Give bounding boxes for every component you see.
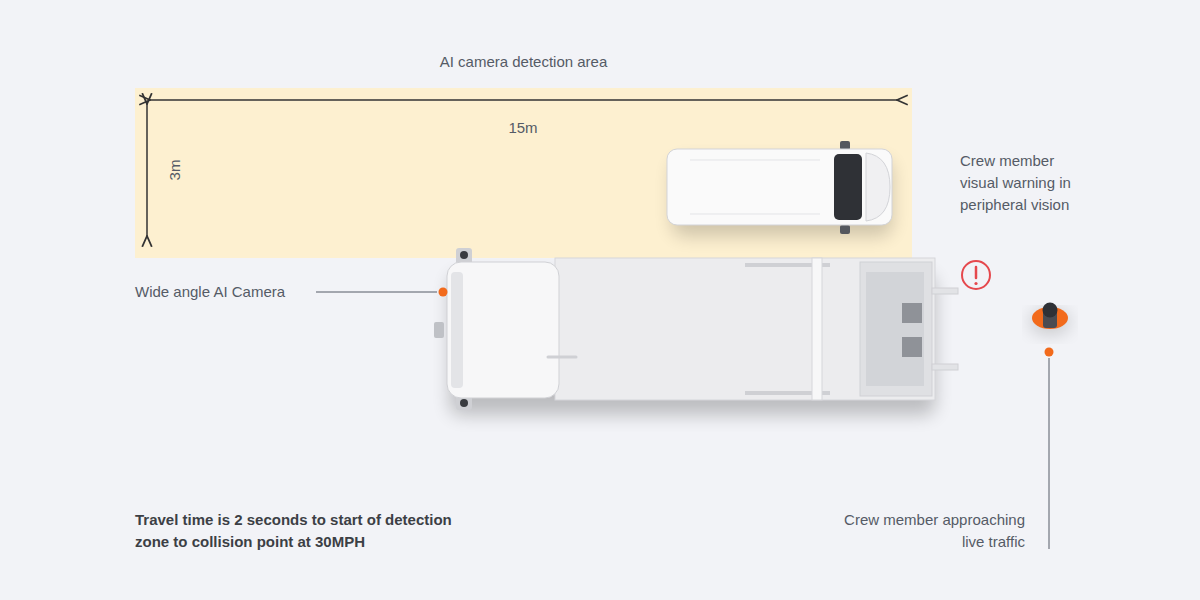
warning-ring [962, 261, 990, 289]
van-hood [866, 153, 890, 221]
camera-label: Wide angle AI Camera [135, 281, 313, 303]
van-mirror [840, 225, 850, 234]
person-head [1043, 303, 1058, 318]
van-windshield [834, 154, 862, 220]
warning-dot [974, 282, 977, 285]
crew-member [1030, 303, 1070, 357]
detection-area-fill [135, 88, 912, 258]
crew-label: Crew member approaching live traffic [835, 509, 1025, 553]
cab-front [451, 272, 463, 388]
truck-body [555, 258, 935, 400]
dimension-label: 3m [164, 145, 186, 195]
person-leader [1049, 358, 1050, 549]
caption: Travel time is 2 seconds to start of det… [135, 509, 485, 553]
warning-icon [962, 261, 990, 289]
camera-leader [316, 292, 437, 293]
bed-fitting [902, 303, 922, 323]
warning-label: Crew member visual warning in peripheral… [960, 150, 1078, 216]
area-title: AI camera detection area [135, 51, 912, 73]
cab-step [434, 322, 444, 338]
van-body [667, 149, 892, 225]
van-roof-rib [690, 214, 820, 215]
mirror-lens [460, 251, 468, 259]
detection-area: AI camera detection area [135, 88, 912, 258]
person-dot [1045, 348, 1054, 357]
width-dimension [150, 99, 897, 101]
tailgate-hinge [932, 364, 958, 370]
truck [434, 248, 958, 415]
height-dimension [146, 104, 148, 236]
mirror-lens [460, 399, 468, 407]
cab-handle [548, 356, 576, 359]
bed-fitting [902, 337, 922, 357]
rear-bed [860, 262, 932, 396]
tailgate-hinge [932, 288, 958, 294]
truck-cab [447, 262, 559, 398]
camera-dot [439, 288, 448, 297]
rear-bed-floor [866, 272, 924, 386]
body-frame [812, 258, 822, 400]
dimension-label: 15m [473, 117, 573, 139]
van [667, 141, 892, 236]
van-roof-rib [690, 160, 820, 161]
warning-mark [975, 267, 978, 278]
